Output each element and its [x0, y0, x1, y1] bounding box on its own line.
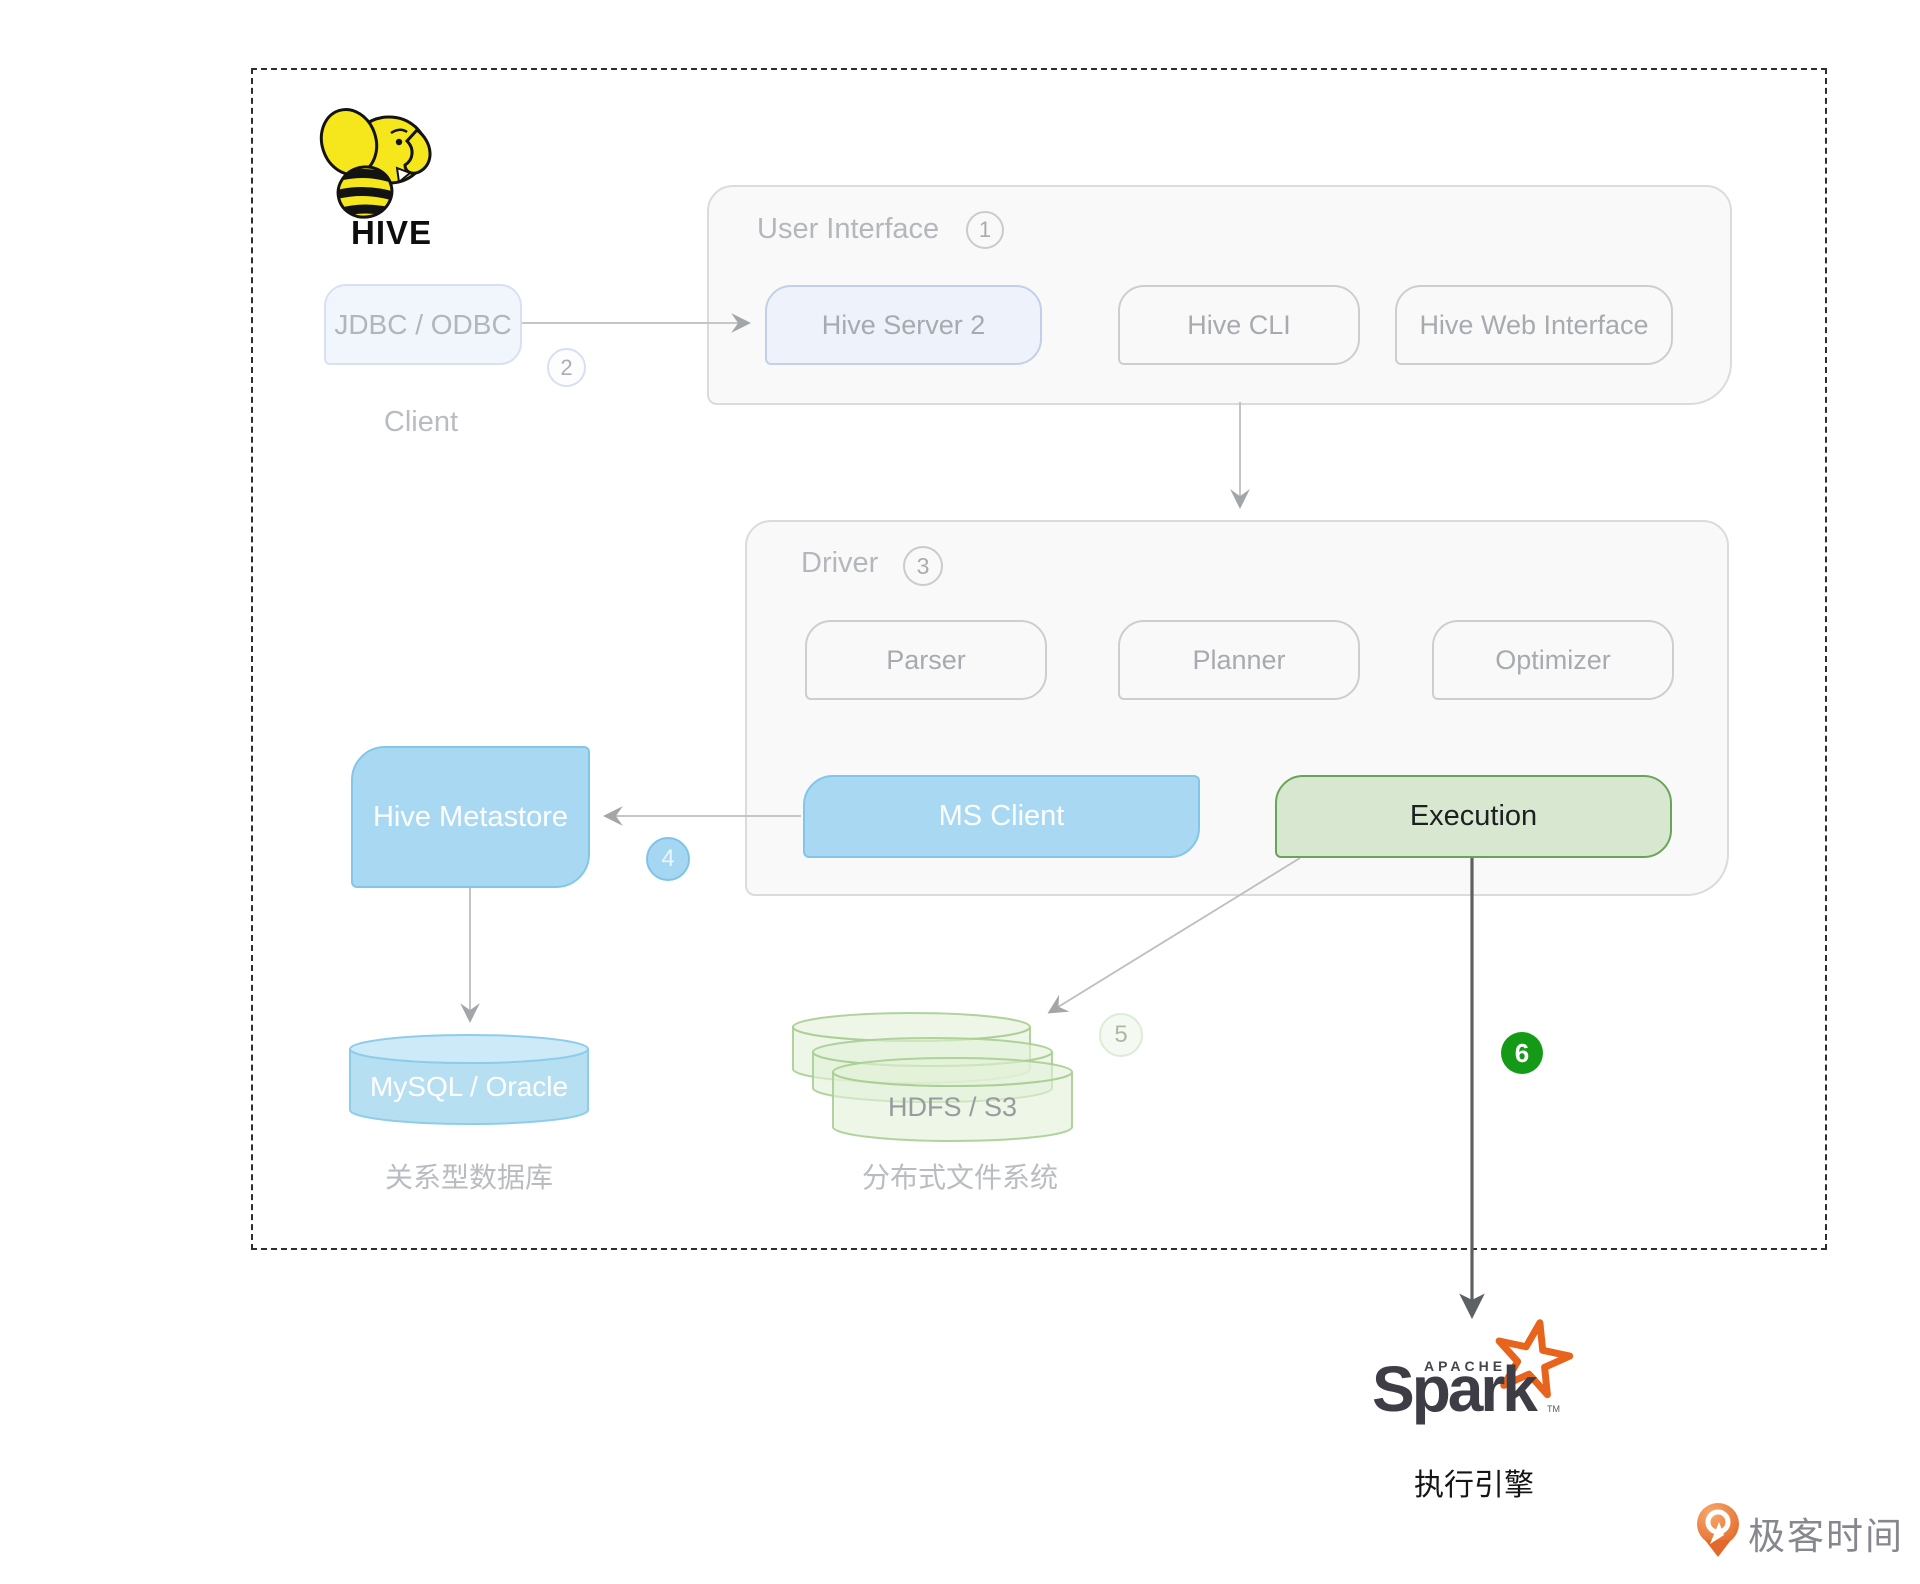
step-badge-5: 5	[1099, 1013, 1143, 1057]
ms-client-box: MS Client	[803, 775, 1200, 858]
mysql-oracle-label: MySQL / Oracle	[369, 1071, 569, 1102]
jdbc-odbc-box: JDBC / ODBC	[324, 284, 522, 365]
jdbc-odbc-label: JDBC / ODBC	[334, 308, 512, 340]
hive-cli-box: Hive CLI	[1118, 285, 1360, 365]
hive-metastore-label: Hive Metastore	[372, 800, 568, 833]
hive-metastore-box: Hive Metastore	[351, 746, 590, 888]
optimizer-box: Optimizer	[1432, 620, 1674, 700]
spark-wordmark: Spark	[1372, 1353, 1538, 1425]
execution-engine-caption: 执行引擎	[1414, 1469, 1534, 1502]
user-interface-title: User Interface	[757, 213, 940, 245]
ms-client-label: MS Client	[938, 800, 1065, 832]
step-badge-3: 3	[903, 546, 943, 586]
client-caption: Client	[383, 406, 459, 438]
planner-box: Planner	[1118, 620, 1360, 700]
rdbms-caption: 关系型数据库	[384, 1162, 553, 1193]
hive-server-2-box: Hive Server 2	[765, 285, 1042, 365]
planner-label: Planner	[1192, 644, 1286, 675]
step-badge-2: 2	[547, 348, 586, 387]
execution-label: Execution	[1409, 800, 1538, 832]
parser-box: Parser	[805, 620, 1047, 700]
execution-box: Execution	[1275, 775, 1672, 858]
geektime-logo-icon	[1697, 1503, 1739, 1557]
hive-web-interface-label: Hive Web Interface	[1419, 309, 1649, 340]
hive-server-2-label: Hive Server 2	[821, 309, 986, 340]
hive-cli-label: Hive CLI	[1187, 309, 1291, 340]
hdfs-s3-label: HDFS / S3	[887, 1092, 1018, 1122]
driver-title: Driver	[801, 547, 879, 579]
spark-apache-label: APACHE	[1424, 1358, 1507, 1374]
parser-label: Parser	[886, 644, 966, 675]
hive-web-interface-box: Hive Web Interface	[1395, 285, 1673, 365]
dashed-boundary	[251, 68, 1827, 1250]
step-badge-1: 1	[966, 211, 1004, 249]
spark-trademark: TM	[1547, 1404, 1560, 1414]
dfs-caption: 分布式文件系统	[861, 1162, 1058, 1193]
geektime-brand-text: 极客时间	[1748, 1516, 1904, 1557]
optimizer-label: Optimizer	[1495, 644, 1611, 675]
step-badge-4: 4	[646, 837, 690, 881]
step-badge-6: 6	[1501, 1032, 1543, 1074]
